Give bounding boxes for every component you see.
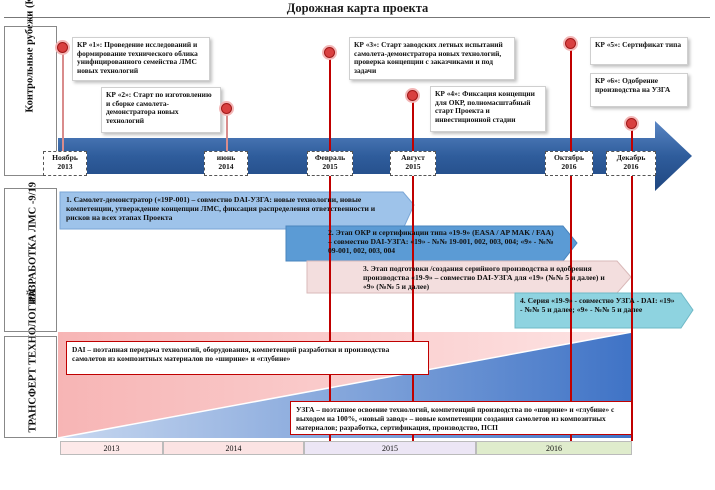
date-box-oct-2016: Октябрь 2016 [545, 151, 593, 176]
milestone-kr3-marker [324, 47, 335, 58]
date-box-nov-2013: Ноябрь 2013 [43, 151, 87, 176]
stage-4-text: 4. Серия «19-9» - совместно УЗГА - DAI: … [520, 296, 675, 314]
dai-transfer-text: DAI – поэтапная передача технологий, обо… [66, 341, 429, 375]
date-year: 2013 [57, 162, 73, 171]
milestone-kr6-box: КР «6»: Одобрение производства на УЗГА [590, 73, 688, 107]
year-cell-2016: 2016 [476, 441, 632, 455]
date-year: 2016 [623, 162, 639, 171]
date-month: июнь [216, 153, 236, 162]
date-box-dec-2016: Декабрь 2016 [606, 151, 656, 176]
stage-1-text: 1. Самолет-демонстратор («19Р-001) – сов… [66, 195, 376, 222]
milestone-kr2-marker [221, 103, 232, 114]
milestone-kr3-box: КР «3»: Старт заводских летных испытаний… [349, 37, 515, 80]
milestone-kr1-stem [62, 52, 64, 152]
section-frame-transfer [4, 336, 57, 438]
stage-1-arrow [59, 191, 415, 230]
date-box-feb-2015: Февраль 2015 [307, 151, 353, 176]
milestone-kr4-stem [412, 100, 414, 441]
milestone-kr5-stem [570, 48, 572, 441]
year-cell-2015: 2015 [304, 441, 476, 455]
date-year: 2015 [322, 162, 338, 171]
year-cell-2013: 2013 [60, 441, 163, 455]
date-month: Август [401, 153, 425, 162]
milestone-kr6-stem [631, 124, 633, 441]
section-frame-control [4, 26, 57, 176]
milestone-kr3-stem [329, 57, 331, 441]
date-month: Февраль [314, 153, 346, 162]
milestone-kr5-marker [565, 38, 576, 49]
milestone-kr1-box: КР «1»: Проведение исследований и формир… [72, 37, 210, 81]
date-year: 2016 [561, 162, 577, 171]
date-year: 2015 [405, 162, 421, 171]
milestone-kr2-box: КР «2»: Старт по изготовлению и сборке с… [101, 87, 221, 133]
uzga-transfer-text: УЗГА – поэтапное освоение технологий, ко… [290, 401, 632, 435]
stage-4-arrow [514, 292, 694, 329]
stage-3-arrow [306, 260, 632, 294]
milestone-kr1-marker [57, 42, 68, 53]
milestone-kr4-marker [407, 90, 418, 101]
date-box-aug-2015: Август 2015 [390, 151, 436, 176]
milestone-kr2-stem [226, 108, 228, 152]
date-month: Октябрь [553, 153, 585, 162]
date-box-jun-2014: июнь 2014 [204, 151, 248, 176]
section-frame-development [4, 188, 57, 332]
milestone-kr4-box: КР «4»: Фиксация концепции для ОКР, полн… [430, 86, 546, 132]
year-cell-2014: 2014 [163, 441, 304, 455]
stage-3-text: 3. Этап подготовки /создания серийного п… [363, 264, 605, 291]
date-month: Декабрь [616, 153, 646, 162]
date-month: Ноябрь [52, 153, 78, 162]
page-title: Дорожная карта проекта [286, 1, 429, 15]
stage-2-text: 2. Этап ОКР и сертификации типа «19-9» (… [328, 228, 554, 255]
title-divider [4, 17, 710, 18]
milestone-kr5-box: КР «5»: Сертификат типа [590, 37, 688, 65]
milestone-kr6-marker [626, 118, 637, 129]
date-year: 2014 [218, 162, 234, 171]
